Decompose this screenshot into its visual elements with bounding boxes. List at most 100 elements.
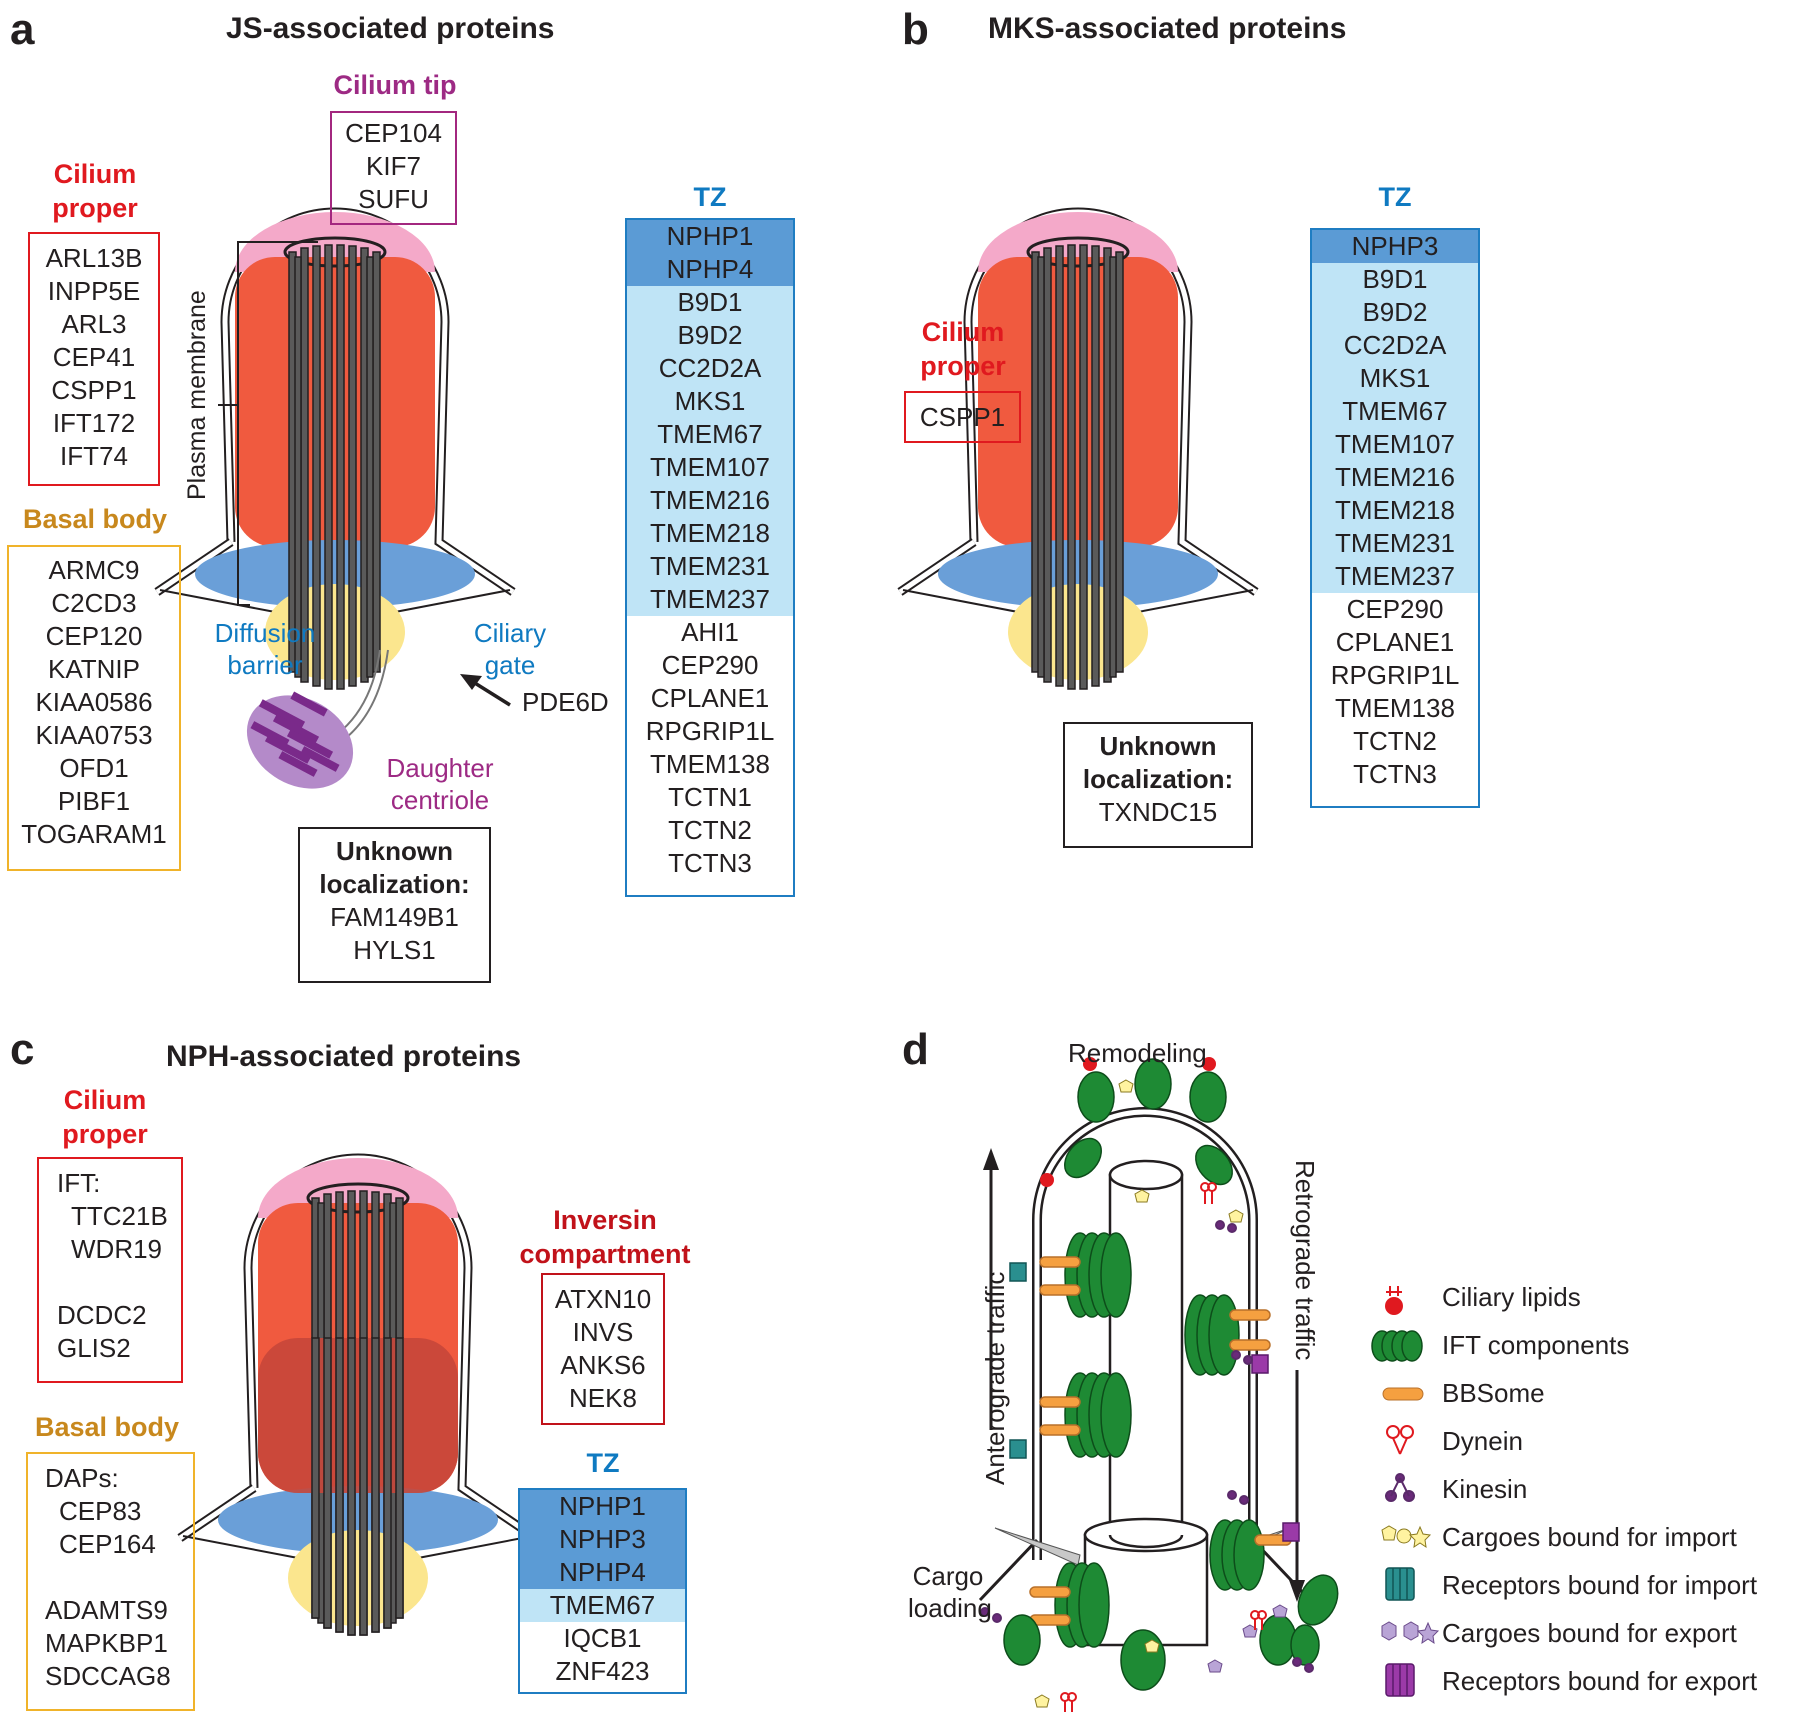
list-item: CEP290 (1346, 594, 1444, 624)
legend-item: Receptors bound for import (1442, 1570, 1758, 1600)
basal-body-title-c: Basal body (34, 1412, 180, 1442)
list-item: DCDC2 (57, 1300, 147, 1330)
list-item: AHI1 (681, 617, 739, 647)
unknown-localization-box: Unknown localization: FAM149B1 HYLS1 (298, 827, 491, 983)
list-item: TMEM107 (627, 451, 793, 484)
cilium-tip-box: CEP104 KIF7 SUFU (330, 111, 457, 225)
unknown-localization-box-b: Unknown localization: TXNDC15 (1063, 722, 1253, 848)
legend-item: Receptors bound for export (1442, 1666, 1758, 1696)
list-item: TCTN2 (668, 815, 752, 845)
list-item: ARL3 (61, 309, 127, 339)
cilium-proper-box-c: IFT: TTC21B WDR19 DCDC2 GLIS2 (37, 1157, 183, 1383)
list-item: INPP5E (47, 276, 141, 306)
tz-box-b: NPHP3 B9D1 B9D2 CC2D2A MKS1 TMEM67 TMEM1… (1310, 228, 1480, 808)
panel-b-letter: b (902, 5, 929, 54)
list-item: TMEM216 (1312, 461, 1478, 494)
list-item: IFT172 (52, 408, 136, 438)
cilium-proper-box-b: CSPP1 (904, 391, 1021, 443)
legend-item: Ciliary lipids (1442, 1282, 1581, 1312)
list-item: OFD1 (59, 753, 129, 783)
legend-item: Cargoes bound for export (1442, 1618, 1737, 1648)
list-item: ARMC9 (48, 555, 140, 585)
legend-item: Cargoes bound for import (1442, 1522, 1737, 1552)
list-item: KIAA0586 (35, 687, 153, 717)
list-item: TCTN3 (1353, 759, 1437, 789)
legend-icons (1371, 1286, 1440, 1697)
list-item: SUFU (358, 184, 429, 214)
list-item: GLIS2 (57, 1333, 131, 1363)
list-item: CEP120 (45, 621, 143, 651)
list-item: CC2D2A (627, 352, 793, 385)
list-item: B9D1 (627, 286, 793, 319)
inversin-box: ATXN10 INVS ANKS6 NEK8 (541, 1273, 665, 1425)
legend-item: Dynein (1442, 1426, 1523, 1456)
list-item: NPHP3 (520, 1523, 685, 1556)
basal-body-box: ARMC9 C2CD3 CEP120 KATNIP KIAA0586 KIAA0… (7, 545, 181, 871)
cilium-proper-box: ARL13B INPP5E ARL3 CEP41 CSPP1 IFT172 IF… (28, 232, 160, 486)
panel-c-letter: c (10, 1025, 35, 1074)
tz-title-c: TZ (586, 1448, 620, 1478)
ift-trains (1003, 1058, 1339, 1691)
list-item: CSPP1 (919, 402, 1006, 432)
kinesin-icon (1385, 1473, 1415, 1502)
pde6d-label: PDE6D (522, 687, 609, 717)
daughter-centriole (246, 649, 389, 789)
list-item: NPHP1 (627, 220, 793, 253)
export-receptor-icon (1385, 1663, 1415, 1697)
list-item: TMEM237 (627, 583, 793, 616)
list-item: INVS (572, 1317, 634, 1347)
list-item: B9D1 (1312, 263, 1478, 296)
cilium-mks (900, 212, 1256, 689)
tz-title-b: TZ (1378, 182, 1412, 212)
list-item: C2CD3 (51, 588, 137, 618)
panel-c-title: NPH-associated proteins (166, 1040, 522, 1073)
list-item: B9D2 (627, 319, 793, 352)
tz-title-a: TZ (693, 182, 727, 212)
list-item: CPLANE1 (1335, 627, 1455, 657)
list-item: RPGRIP1L (1330, 660, 1460, 690)
list-item: CEP104 (345, 118, 442, 148)
list-item: CEP83 (59, 1496, 142, 1526)
list-item: MKS1 (627, 385, 793, 418)
plasma-membrane-bracket (237, 241, 318, 606)
list-item: CEP41 (52, 342, 136, 372)
remodeling-label: Remodeling (1068, 1038, 1207, 1068)
import-cargo-icon (1381, 1525, 1432, 1549)
list-item: NPHP4 (520, 1556, 685, 1589)
list-item: TMEM67 (520, 1589, 685, 1622)
list-item: TMEM231 (627, 550, 793, 583)
list-item: HYLS1 (353, 935, 436, 965)
list-item: NPHP1 (520, 1490, 685, 1523)
cilium-trafficking (978, 1107, 1312, 1647)
list-item: MKS1 (1312, 362, 1478, 395)
list-item: NEK8 (569, 1383, 637, 1413)
legend-item: Kinesin (1442, 1474, 1528, 1504)
cilium-tip-title: Cilium tip (333, 70, 457, 100)
list-item: RPGRIP1L (645, 716, 775, 746)
list-item: TMEM67 (627, 418, 793, 451)
dynein-icon (1386, 1425, 1414, 1455)
panel-a-title: JS-associated proteins (226, 12, 555, 45)
list-item: IQCB1 (563, 1623, 642, 1653)
tz-box-c: NPHP1 NPHP3 NPHP4 TMEM67 IQCB1 ZNF423 (518, 1488, 687, 1694)
list-item: CEP290 (661, 650, 759, 680)
list-item: TTC21B (71, 1201, 168, 1231)
list-item: B9D2 (1312, 296, 1478, 329)
list-item: CEP164 (59, 1529, 156, 1559)
list-item: IFT: (57, 1168, 101, 1198)
panel-a-letter: a (10, 5, 35, 54)
list-item: CC2D2A (1312, 329, 1478, 362)
list-item: MAPKBP1 (45, 1628, 168, 1658)
list-item: TOGARAM1 (21, 819, 167, 849)
tz-box-a: NPHP1 NPHP4 B9D1 B9D2 CC2D2A MKS1 TMEM67… (625, 218, 795, 897)
list-item: ANKS6 (560, 1350, 646, 1380)
plasma-membrane-label: Plasma membrane (183, 290, 211, 500)
list-item: NPHP4 (627, 253, 793, 286)
